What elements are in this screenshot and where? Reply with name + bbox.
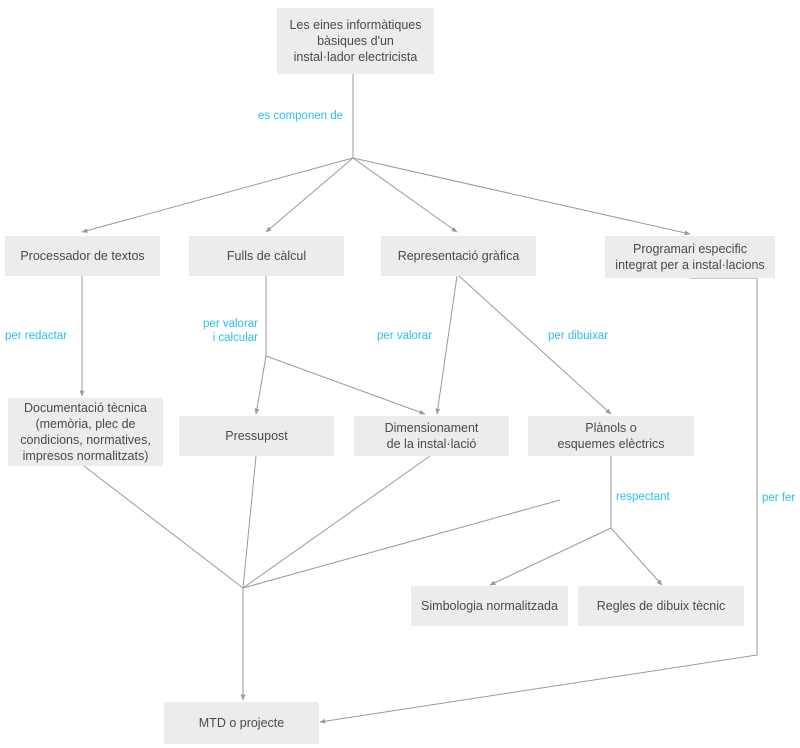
node-simbologia-normalitzada-label: Simbologia normalitzada bbox=[421, 599, 558, 613]
edge-representacio-to-planols bbox=[458, 275, 612, 415]
edge-pressupost-to-junction bbox=[242, 455, 257, 589]
edge-label-per-dibuixar: per dibuixar bbox=[548, 330, 609, 342]
edge-label-per-valorar-i-calcular: per valorar i calcular bbox=[203, 318, 258, 344]
node-programari-especific[interactable]: Programari especific integrat per a inst… bbox=[605, 236, 775, 278]
node-fulls-de-calcul[interactable]: Fulls de càlcul bbox=[189, 236, 344, 276]
edge-root-to-programari bbox=[352, 157, 691, 236]
edge-root-to-processador bbox=[81, 157, 354, 233]
node-pressupost[interactable]: Pressupost bbox=[179, 416, 334, 456]
node-pressupost-label: Pressupost bbox=[225, 429, 288, 443]
edge-fulls-to-pressupost bbox=[254, 355, 267, 415]
node-planols-esquemes[interactable]: Plànols o esquemes elèctrics bbox=[528, 416, 694, 456]
node-programari-especific-label: Programari especific integrat per a inst… bbox=[615, 242, 765, 272]
edge-root-to-fulls bbox=[265, 157, 354, 233]
edge-dimensionament-to-junction bbox=[242, 455, 431, 589]
edge-root-to-representacio bbox=[352, 157, 458, 233]
node-representacio-grafica-label: Representació gràfica bbox=[397, 249, 520, 263]
edge-planols-to-simbologia bbox=[489, 527, 612, 586]
node-documentacio-tecnica[interactable]: Documentació tècnica (memòria, plec de c… bbox=[8, 398, 163, 466]
node-processador-de-textos[interactable]: Processador de textos bbox=[5, 236, 160, 276]
edge-label-es-componen-de: es componen de bbox=[258, 110, 344, 122]
node-fulls-de-calcul-label: Fulls de càlcul bbox=[226, 249, 307, 263]
node-representacio-grafica[interactable]: Representació gràfica bbox=[381, 236, 536, 276]
edge-label-respectant: respectant bbox=[616, 491, 670, 503]
node-mtd-projecte[interactable]: MTD o projecte bbox=[164, 702, 319, 744]
edge-representacio-to-dimensionament bbox=[435, 275, 458, 415]
node-processador-de-textos-label: Processador de textos bbox=[20, 249, 145, 263]
edge-programari-to-mtd bbox=[319, 277, 758, 724]
edge-planols-to-regles bbox=[610, 527, 663, 586]
node-simbologia-normalitzada[interactable]: Simbologia normalitzada bbox=[411, 586, 568, 626]
node-regles-dibuix-tecnic[interactable]: Regles de dibuix tècnic bbox=[578, 586, 744, 626]
edge-label-per-valorar: per valorar bbox=[377, 330, 432, 342]
node-planols-esquemes-label: Plànols o esquemes elèctrics bbox=[557, 421, 665, 451]
node-root[interactable]: Les eines informàtiques bàsiques d'un in… bbox=[277, 8, 434, 74]
edge-fulls-to-dimensionament bbox=[265, 355, 426, 415]
edge-label-per-redactar: per redactar bbox=[5, 330, 68, 342]
edge-label-per-fer: per fer bbox=[762, 492, 796, 504]
edge-planols-to-junction bbox=[242, 499, 561, 589]
node-mtd-projecte-label: MTD o projecte bbox=[198, 716, 285, 730]
node-root-label: Les eines informàtiques bàsiques d'un in… bbox=[289, 18, 422, 64]
node-dimensionament[interactable]: Dimensionament de la instal·lació bbox=[354, 416, 509, 456]
edge-documentacio-to-junction bbox=[83, 465, 244, 589]
node-dimensionament-label: Dimensionament de la instal·lació bbox=[384, 421, 479, 451]
node-regles-dibuix-tecnic-label: Regles de dibuix tècnic bbox=[596, 599, 726, 613]
node-documentacio-tecnica-label: Documentació tècnica (memòria, plec de c… bbox=[20, 401, 151, 463]
